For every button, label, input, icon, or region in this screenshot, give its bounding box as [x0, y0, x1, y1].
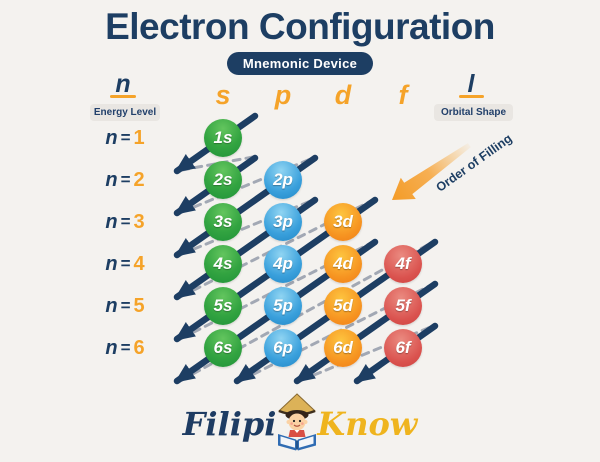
row-n-symbol: n — [105, 210, 118, 233]
row-n-symbol: n — [105, 126, 118, 149]
row-equals: = — [120, 212, 131, 231]
logo-text-filipi: Filipi — [182, 405, 277, 443]
row-number: 2 — [133, 168, 145, 191]
filipiknow-logo: Filipi Know — [0, 392, 600, 452]
row-number: 3 — [133, 210, 145, 233]
orbital-5f: 5f — [384, 287, 422, 325]
page-title: Electron Configuration — [105, 6, 495, 47]
orbital-4s: 4s — [204, 245, 242, 283]
row-label-n6: n=6 — [85, 337, 165, 359]
row-equals: = — [120, 254, 131, 273]
orbital-3s: 3s — [204, 203, 242, 241]
row-n-symbol: n — [105, 294, 118, 317]
row-n-symbol: n — [105, 252, 118, 275]
row-label-n3: n=3 — [85, 211, 165, 233]
column-header-s: s — [215, 80, 231, 110]
orbital-6d: 6d — [324, 329, 362, 367]
orbital-1s: 1s — [204, 119, 242, 157]
row-label-n5: n=5 — [85, 295, 165, 317]
orbital-shape-label: Orbital Shape — [434, 104, 513, 121]
row-number: 4 — [133, 252, 145, 275]
row-equals: = — [120, 296, 131, 315]
row-equals: = — [120, 338, 131, 357]
orbital-shape-symbol: l — [467, 70, 475, 98]
orbital-6s: 6s — [204, 329, 242, 367]
row-number: 5 — [133, 294, 145, 317]
row-equals: = — [120, 128, 131, 147]
orbital-6f: 6f — [384, 329, 422, 367]
orbital-3p: 3p — [264, 203, 302, 241]
row-label-n2: n=2 — [85, 169, 165, 191]
orbital-symbol-underline — [459, 95, 484, 98]
row-label-n1: n=1 — [85, 127, 165, 149]
row-number: 1 — [133, 126, 145, 149]
orbital-4f: 4f — [384, 245, 422, 283]
orbital-5s: 5s — [204, 287, 242, 325]
logo-text-know: Know — [317, 405, 418, 443]
row-number: 6 — [133, 336, 145, 359]
order-of-filling-arrow-icon — [392, 143, 471, 200]
row-label-n4: n=4 — [85, 253, 165, 275]
orbital-5p: 5p — [264, 287, 302, 325]
energy-level-label: Energy Level — [90, 104, 160, 121]
orbital-2s: 2s — [204, 161, 242, 199]
energy-level-symbol: n — [115, 70, 131, 98]
row-equals: = — [120, 170, 131, 189]
orbital-2p: 2p — [264, 161, 302, 199]
orbital-5d: 5d — [324, 287, 362, 325]
orbital-3d: 3d — [324, 203, 362, 241]
column-header-f: f — [398, 80, 408, 110]
row-n-symbol: n — [105, 336, 118, 359]
mnemonic-device-badge: Mnemonic Device — [227, 52, 373, 75]
orbital-4p: 4p — [264, 245, 302, 283]
column-header-p: p — [274, 80, 292, 110]
energy-symbol-underline — [110, 95, 136, 98]
row-n-symbol: n — [105, 168, 118, 191]
orbital-4d: 4d — [324, 245, 362, 283]
column-header-d: d — [334, 80, 352, 110]
filipiknow-mascot-icon — [278, 393, 317, 451]
orbital-6p: 6p — [264, 329, 302, 367]
